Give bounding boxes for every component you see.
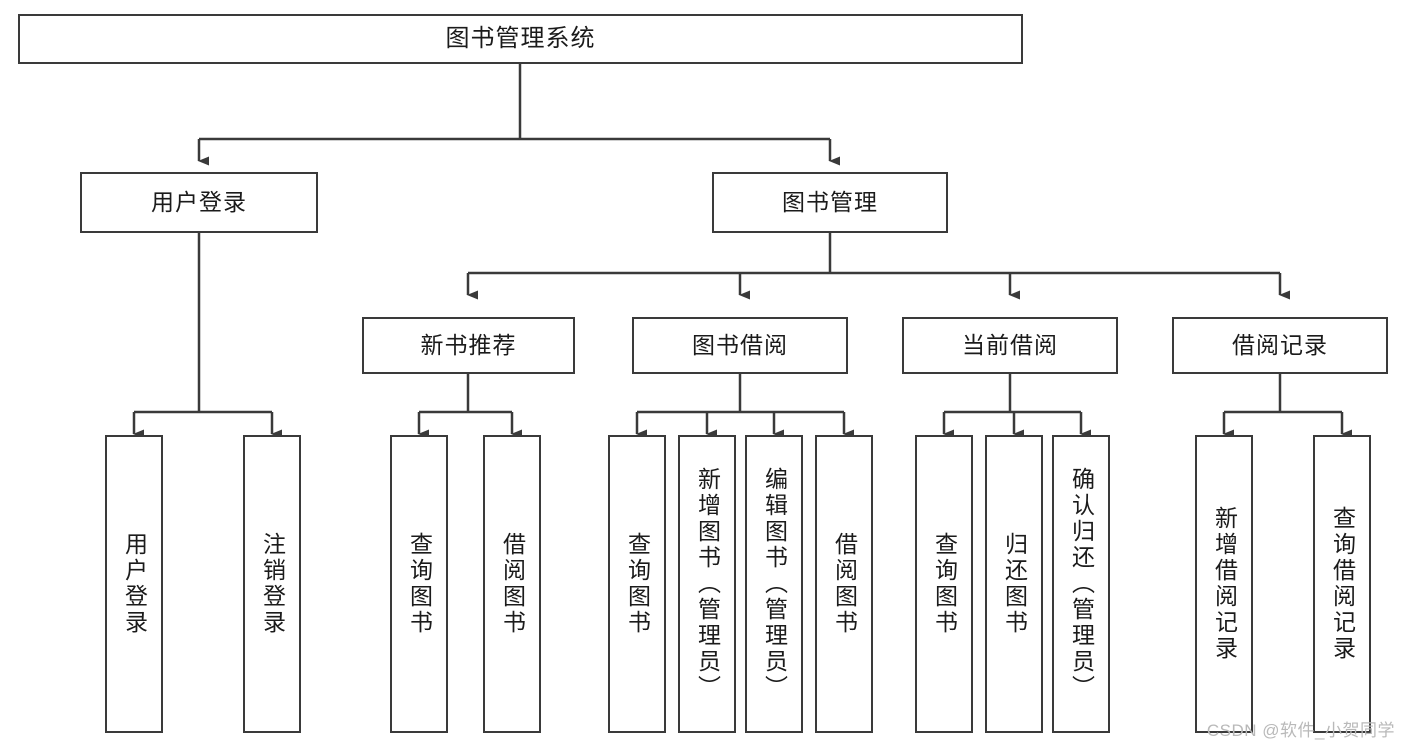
node-label: 用户登录	[121, 532, 148, 636]
node-leaf-query-books-borrowing[interactable]: 查询图书	[608, 435, 666, 733]
node-label: 注销登录	[259, 532, 286, 636]
node-label: 查询借阅记录	[1329, 506, 1356, 662]
connector-edges	[132, 64, 1352, 439]
node-leaf-borrow-books[interactable]: 借阅图书	[815, 435, 873, 733]
node-tier2-borrow-records[interactable]: 借阅记录	[1172, 317, 1388, 374]
node-leaf-query-books-current[interactable]: 查询图书	[915, 435, 973, 733]
node-leaf-user-login[interactable]: 用户登录	[105, 435, 163, 733]
node-label: 编辑图书（管理员）	[761, 467, 788, 701]
node-tier1-book-management[interactable]: 图书管理	[712, 172, 948, 233]
node-label: 查询图书	[931, 532, 958, 636]
node-label: 用户登录	[151, 188, 247, 215]
node-leaf-add-borrow-record[interactable]: 新增借阅记录	[1195, 435, 1253, 733]
node-leaf-query-books-recommend[interactable]: 查询图书	[390, 435, 448, 733]
node-label: 借阅图书	[831, 532, 858, 636]
node-label: 新增图书（管理员）	[694, 467, 721, 701]
node-label: 借阅图书	[499, 532, 526, 636]
watermark-credit: CSDN @软件_小贺同学	[1206, 721, 1395, 740]
node-label: 查询图书	[624, 532, 651, 636]
node-tier1-user-login[interactable]: 用户登录	[80, 172, 318, 233]
node-label: 确认归还（管理员）	[1068, 467, 1095, 701]
node-tier2-new-book-recommendation[interactable]: 新书推荐	[362, 317, 575, 374]
node-label: 新增借阅记录	[1211, 506, 1238, 662]
node-tier2-book-borrowing[interactable]: 图书借阅	[632, 317, 848, 374]
node-leaf-return-books[interactable]: 归还图书	[985, 435, 1043, 733]
node-root-book-management-system[interactable]: 图书管理系统	[18, 14, 1023, 64]
node-label: 当前借阅	[962, 331, 1058, 358]
node-leaf-edit-book-admin[interactable]: 编辑图书（管理员）	[745, 435, 803, 733]
node-label: 借阅记录	[1232, 331, 1328, 358]
node-label: 归还图书	[1001, 532, 1028, 636]
node-leaf-logout[interactable]: 注销登录	[243, 435, 301, 733]
node-leaf-query-borrow-record[interactable]: 查询借阅记录	[1313, 435, 1371, 733]
node-label: 查询图书	[406, 532, 433, 636]
node-label: 新书推荐	[420, 331, 517, 358]
node-leaf-add-book-admin[interactable]: 新增图书（管理员）	[678, 435, 736, 733]
node-leaf-borrow-books-recommend[interactable]: 借阅图书	[483, 435, 541, 733]
node-tier2-current-borrowing[interactable]: 当前借阅	[902, 317, 1118, 374]
node-leaf-confirm-return-admin[interactable]: 确认归还（管理员）	[1052, 435, 1110, 733]
node-label: 图书借阅	[692, 331, 788, 358]
node-label: 图书管理系统	[445, 24, 596, 52]
node-label: 图书管理	[782, 188, 878, 215]
